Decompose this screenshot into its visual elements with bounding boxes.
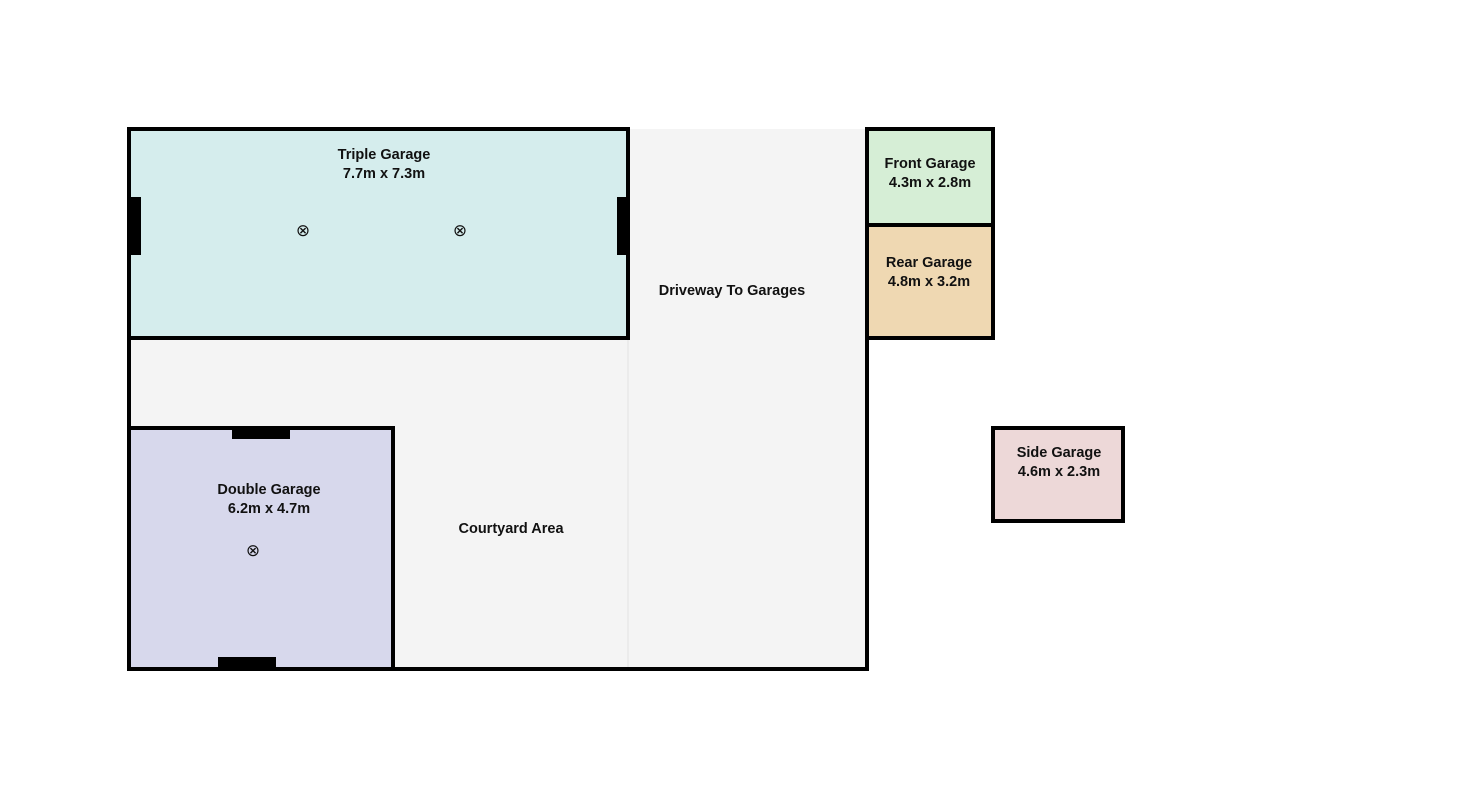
triple-garage-door-right <box>617 197 628 255</box>
courtyard-label: Courtyard Area <box>458 521 564 537</box>
site-boundary-wall <box>127 129 869 671</box>
triple-garage-name: Triple Garage <box>338 147 431 163</box>
rear-garage-size: 4.8m x 3.2m <box>888 274 970 290</box>
double-garage-door-bottom <box>218 657 276 669</box>
ceiling-light-icon: ⊗ <box>296 221 310 241</box>
front-garage-size: 4.3m x 2.8m <box>889 175 971 191</box>
front-garage-name: Front Garage <box>884 156 975 172</box>
double-garage-size: 6.2m x 4.7m <box>228 501 310 517</box>
double-garage-room <box>127 426 395 671</box>
side-garage-name: Side Garage <box>1017 445 1102 461</box>
double-garage-door-top <box>232 428 290 439</box>
double-garage-name: Double Garage <box>217 482 320 498</box>
rear-garage-room <box>865 223 995 340</box>
ceiling-light-icon: ⊗ <box>246 541 260 561</box>
triple-garage-door-left <box>129 197 141 255</box>
side-garage-room <box>991 426 1125 523</box>
triple-garage-room <box>127 127 630 340</box>
ceiling-light-icon: ⊗ <box>453 221 467 241</box>
triple-garage-size: 7.7m x 7.3m <box>343 166 425 182</box>
rear-garage-name: Rear Garage <box>886 255 972 271</box>
driveway-label: Driveway To Garages <box>659 283 805 299</box>
side-garage-size: 4.6m x 2.3m <box>1018 464 1100 480</box>
